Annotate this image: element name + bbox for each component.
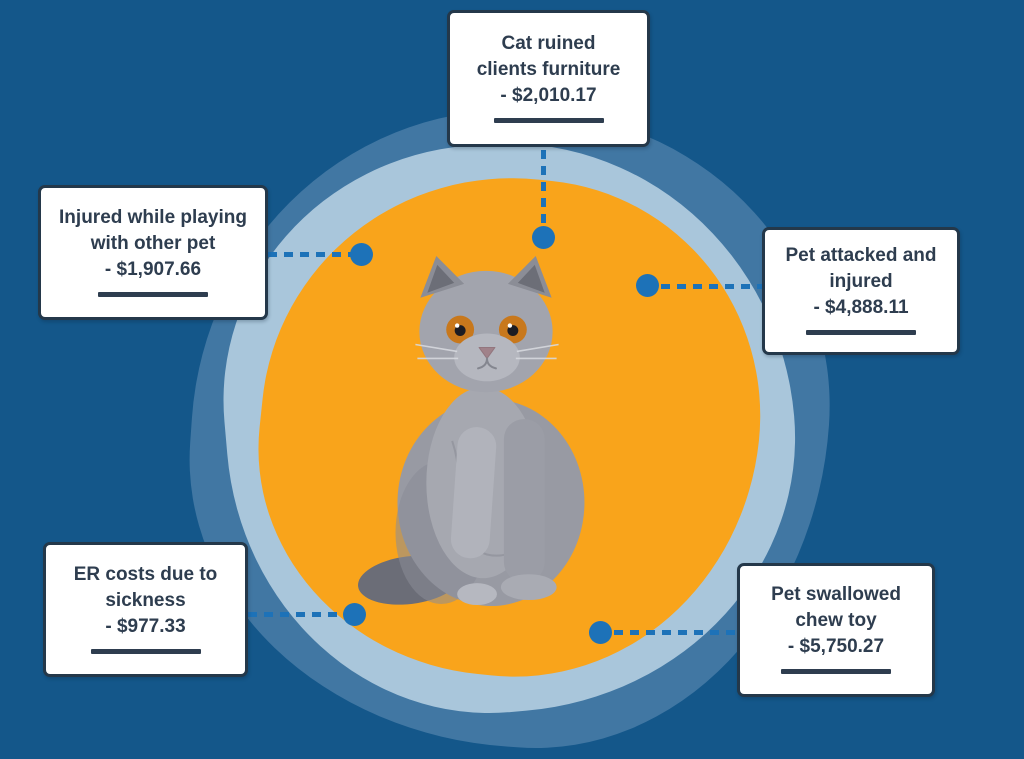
callout-underline <box>493 117 604 123</box>
connector-line-right-upper <box>661 284 762 289</box>
callout-line: with other pet <box>90 232 216 254</box>
callout-injured-while-playing: Injured while playing with other pet - $… <box>38 185 268 320</box>
callout-line: Pet swallowed <box>771 584 901 605</box>
connector-dot-top <box>532 226 555 249</box>
callout-underline <box>90 648 201 654</box>
callout-amount: - $2,010.17 <box>500 84 597 106</box>
callout-line: sickness <box>105 589 186 611</box>
callout-line: Injured while playing <box>59 206 247 228</box>
connector-dot-right-upper <box>636 274 659 297</box>
connector-line-right-lower <box>614 630 737 635</box>
callout-underline <box>98 291 208 297</box>
callout-line: clients furniture <box>476 58 621 80</box>
callout-line: Cat ruined <box>501 32 596 54</box>
connector-line-top <box>541 150 546 224</box>
connector-line-left-upper <box>268 252 351 257</box>
callout-er-costs: ER costs due to sickness - $977.33 <box>43 542 248 677</box>
callout-underline <box>781 669 891 674</box>
callout-swallowed-chew-toy: Pet swallowed chew toy - $5,750.27 <box>737 563 935 697</box>
connector-dot-left-lower <box>343 603 366 626</box>
callout-cat-ruined-furniture: Cat ruined clients furniture - $2,010.17 <box>447 10 650 147</box>
cat-photo <box>358 255 585 607</box>
connector-dot-left-upper <box>350 243 373 266</box>
callout-line: ER costs due to <box>73 563 218 585</box>
callout-underline <box>806 330 916 335</box>
callout-amount: - $977.33 <box>105 615 186 637</box>
callout-amount: - $1,907.66 <box>104 258 202 280</box>
callout-line: chew toy <box>795 610 877 631</box>
callout-amount: - $5,750.27 <box>787 636 885 657</box>
connector-line-left-lower <box>248 612 344 617</box>
callout-line: injured <box>829 271 893 292</box>
connector-dot-right-lower <box>589 621 612 644</box>
callout-line: Pet attacked and <box>785 245 937 266</box>
callout-amount: - $4,888.11 <box>813 297 909 318</box>
callout-pet-attacked: Pet attacked and injured - $4,888.11 <box>762 227 960 355</box>
